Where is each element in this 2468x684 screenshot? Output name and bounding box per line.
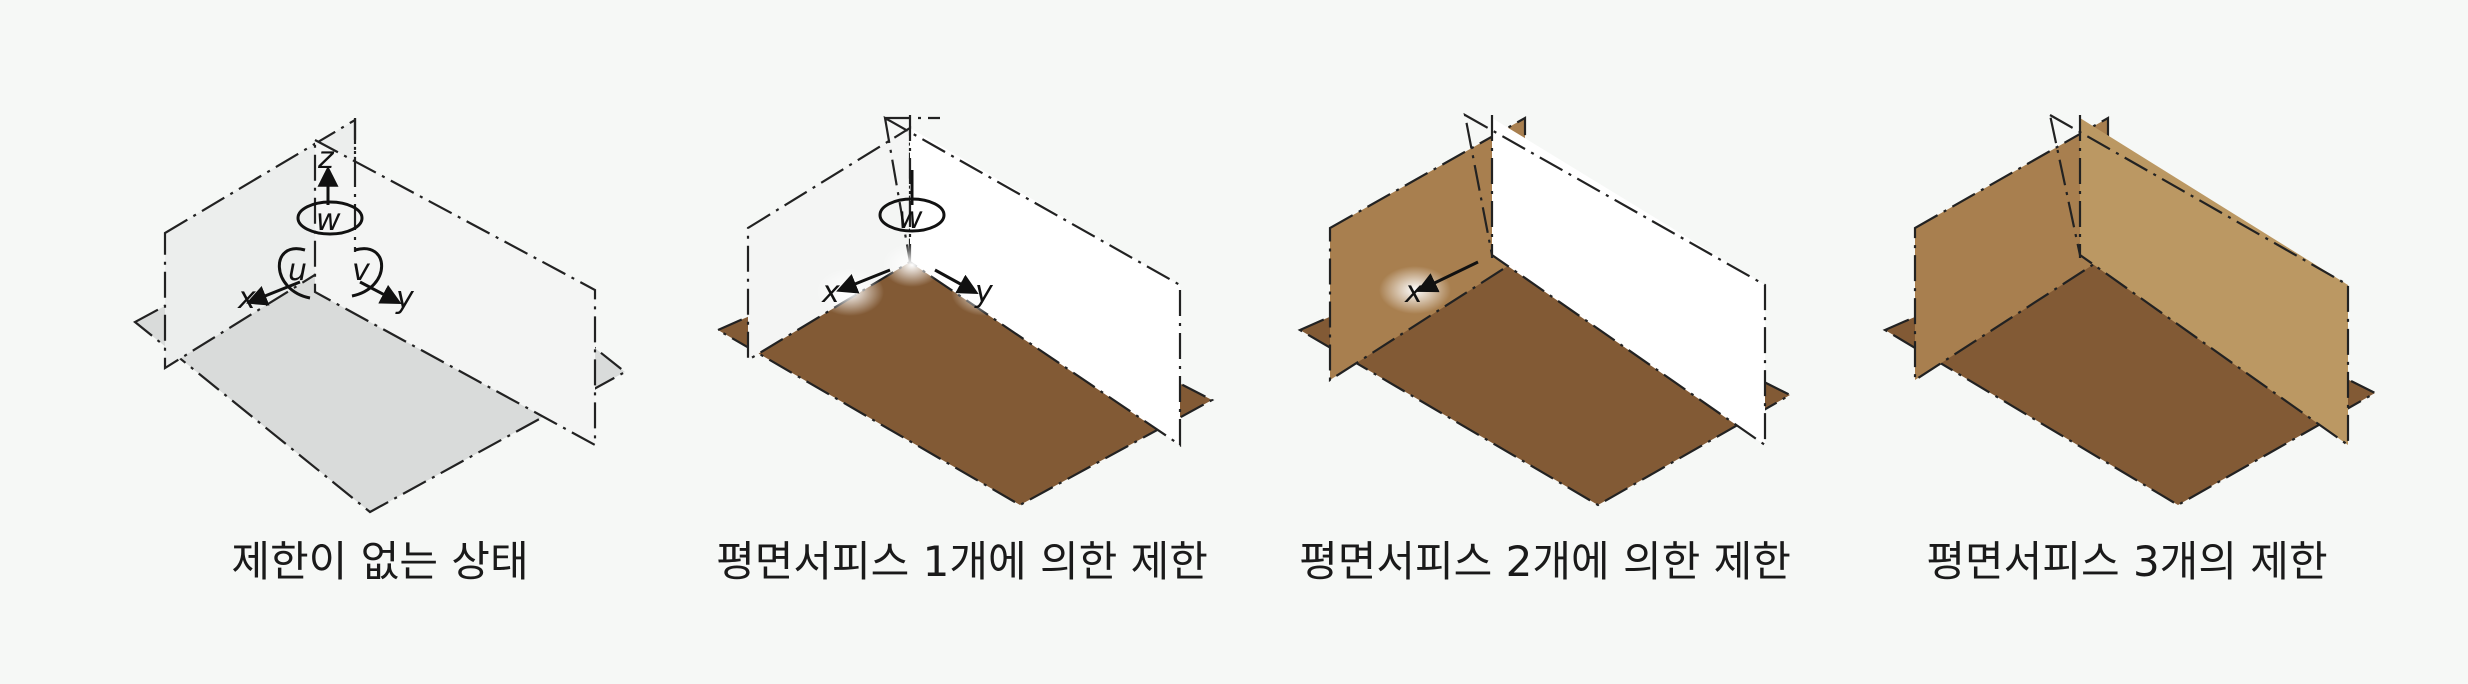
caption-panel-2: 평면서피스 1개에 의한 제한 [716, 537, 1208, 586]
axis-label-x: x [237, 281, 256, 316]
right-wall-plane [1492, 118, 1765, 445]
panel-2-one-plane: w x y [715, 115, 1215, 507]
constraint-diagram: z w u v x y [133, 112, 2378, 514]
right-wall-plane [910, 128, 1180, 445]
rotation-label-w: w [898, 201, 923, 236]
axis-label-x: x [1404, 275, 1423, 310]
left-wall-plane [165, 120, 355, 368]
right-wall-plane [315, 140, 595, 445]
caption-panel-1: 제한이 없는 상태 [231, 537, 529, 586]
axis-label-y: y [974, 275, 994, 310]
left-wall-plane [748, 128, 910, 360]
right-wall-plane [2080, 118, 2348, 445]
axis-label-y: y [395, 281, 415, 316]
axis-label-x: x [821, 275, 840, 310]
caption-panel-4: 평면서피스 3개의 제한 [1926, 537, 2328, 586]
rotation-label-w: w [316, 203, 341, 238]
left-wall-plane [1330, 118, 1525, 380]
caption-panel-3: 평면서피스 2개에 의한 제한 [1299, 537, 1791, 586]
axis-label-z: z [317, 141, 335, 176]
panel-1-free: z w u v x y [133, 118, 627, 514]
rotation-label-v: v [352, 253, 371, 288]
rotation-label-u: u [288, 253, 307, 288]
panel-4-three-planes [1882, 112, 2378, 507]
left-wall-plane [1915, 118, 2108, 380]
panel-3-two-planes: x [1297, 112, 1793, 507]
